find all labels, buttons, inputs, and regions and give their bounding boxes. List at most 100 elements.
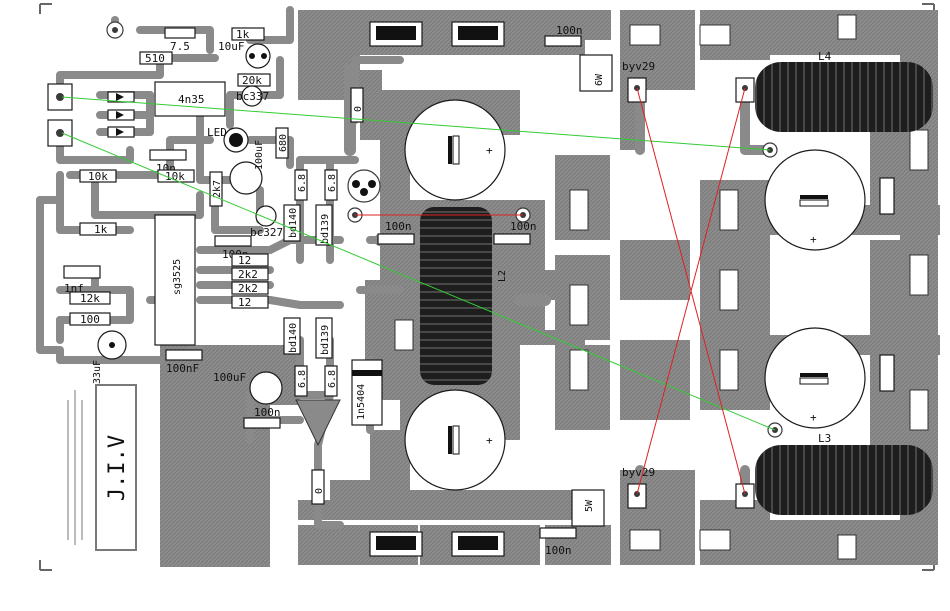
ic-4n35: 4n35	[154, 81, 226, 117]
diode-byv29-top: byv29	[622, 60, 655, 103]
resistor-100-label: 100	[80, 313, 100, 326]
capacitor-100n-bottom: 100n	[539, 527, 577, 557]
diode-byv29-bottom-label: byv29	[622, 466, 655, 479]
capacitor-100n-b: 100n	[243, 406, 281, 429]
capacitor-33uf: 33uF	[92, 330, 127, 384]
resistor-5w-label: 5W	[584, 499, 595, 512]
heatsink-pads	[394, 14, 929, 560]
transistors-bd-bottom: bd140 bd139	[283, 317, 333, 359]
capacitor-output-bottom-plus: +	[810, 411, 817, 424]
capacitor-100uf-b: 100uF	[213, 371, 283, 405]
resistor-2k7: 2k7	[209, 171, 223, 207]
ic-4n35-label: 4n35	[178, 93, 205, 106]
board-corner-marks	[39, 3, 935, 571]
resistor-20k: 20k	[237, 73, 271, 87]
capacitor-bulk-bottom: +	[404, 389, 506, 491]
transistor-bd139-a-label: bd139	[320, 214, 331, 244]
resistors-6r8-bottom: 6.8 6.8	[294, 365, 338, 397]
diode-1n5404-label: 1n5404	[356, 384, 367, 420]
capacitor-100n-l2a-label: 100n	[385, 220, 412, 233]
diode-byv29-bottom: byv29	[622, 466, 655, 509]
capacitor-100n-b-label: 100n	[254, 406, 281, 419]
capacitor-output-top-plus: +	[810, 233, 817, 246]
resistor-2k7-label: 2k7	[212, 180, 223, 198]
resistor-6r8-a-label: 6.8	[297, 174, 308, 192]
transistor-bd140-a-label: bd140	[288, 208, 299, 238]
resistor-10k-b-label: 10k	[165, 170, 185, 183]
resistor-0-a: 0	[350, 87, 364, 123]
resistor-510: 510	[139, 51, 173, 65]
inductor-l2-label: L2	[497, 270, 508, 282]
capacitor-100n-l2b-label: 100n	[510, 220, 537, 233]
ic-sg3525: sg3525	[154, 214, 196, 346]
inductor-l3: L3	[755, 432, 933, 515]
resistor-1k-top-label: 1k	[236, 28, 250, 41]
resistor-7-5-label: 7.5	[170, 40, 190, 53]
isolation-lines	[67, 390, 83, 545]
transistors-bd-top: bd140 bd139	[283, 204, 333, 246]
gate-resistors: 12 2k2 2k2 12	[231, 253, 269, 309]
resistor-6w-label: 6W	[594, 73, 605, 86]
resistors-6r8-top: 6.8 6.8	[294, 169, 338, 201]
capacitor-10uf-top: 10uF	[218, 40, 271, 69]
logo-box: J.I.V	[95, 384, 137, 551]
capacitor-output-bottom: +	[764, 327, 866, 429]
capacitor-bulk-top: +	[404, 99, 506, 201]
led-label: LED	[207, 126, 227, 139]
resistor-12k: 12k	[69, 291, 111, 305]
resistor-6r8-c-label: 6.8	[297, 370, 308, 388]
resistor-2k2-a-label: 2k2	[238, 268, 258, 281]
driver-triangle	[295, 399, 341, 447]
resistor-20k-label: 20k	[242, 74, 262, 87]
resistor-0-a-label: 0	[353, 106, 364, 112]
capacitor-100n-top-label: 100n	[556, 24, 583, 37]
resistor-6r8-d-label: 6.8	[327, 370, 338, 388]
capacitor-100n-l2b: 100n	[493, 220, 537, 245]
resistor-12-a-label: 12	[238, 254, 251, 267]
capacitor-100nf: 100nF	[165, 349, 203, 375]
resistor-10k-a-label: 10k	[88, 170, 108, 183]
capacitor-output-top: +	[764, 149, 866, 251]
logo-text: J.I.V	[105, 435, 130, 501]
resistor-12-b-label: 12	[238, 296, 251, 309]
resistor-7-5: 7.5	[164, 27, 196, 53]
capacitor-100uf-a-label: 100uF	[254, 140, 265, 170]
capacitor-100n-bottom-label: 100n	[545, 544, 572, 557]
resistor-12k-label: 12k	[80, 292, 100, 305]
ic-sg3525-label: sg3525	[172, 259, 183, 295]
resistor-10k-b: 10k	[157, 169, 195, 183]
diode-1n5404: 1n5404	[351, 359, 383, 426]
transistor-bc337: bc337	[236, 85, 269, 107]
capacitor-10uf-top-label: 10uF	[218, 40, 245, 53]
resistor-510-label: 510	[145, 52, 165, 65]
transistor-bc327: bc327	[250, 205, 283, 239]
output-small-caps	[879, 177, 895, 392]
inductor-l4-label: L4	[818, 50, 832, 63]
transistor-bc327-label: bc327	[250, 226, 283, 239]
resistor-680-label: 680	[278, 134, 289, 152]
resistor-2k2-b-label: 2k2	[238, 282, 258, 295]
input-connector	[47, 83, 73, 147]
led: LED	[207, 126, 249, 153]
resistor-6r8-b-label: 6.8	[327, 174, 338, 192]
mosfets-bottom	[369, 531, 505, 557]
capacitor-100uf-a: 100uF	[229, 140, 265, 195]
resistor-10k-a: 10k	[79, 169, 117, 183]
capacitor-100uf-b-label: 100uF	[213, 371, 246, 384]
jumper-wires	[61, 87, 776, 495]
resistor-5w: 5W	[571, 489, 605, 527]
capacitor-100nf-label: 100nF	[166, 362, 199, 375]
pads	[106, 21, 783, 438]
inductor-l2: L2	[420, 207, 508, 385]
diode-byv29-top-label: byv29	[622, 60, 655, 73]
resistor-1k-mid-label: 1k	[94, 223, 108, 236]
capacitor-bulk-bottom-plus: +	[486, 434, 493, 447]
capacitor-bulk-top-plus: +	[486, 144, 493, 157]
resistor-100: 100	[69, 312, 111, 326]
diodes-input	[107, 91, 135, 138]
transistor-bd140-b-label: bd140	[288, 323, 299, 353]
resistor-0-b-label: 0	[314, 488, 325, 494]
resistor-680: 680	[275, 127, 289, 159]
capacitor-100n-top: 100n	[544, 24, 583, 47]
